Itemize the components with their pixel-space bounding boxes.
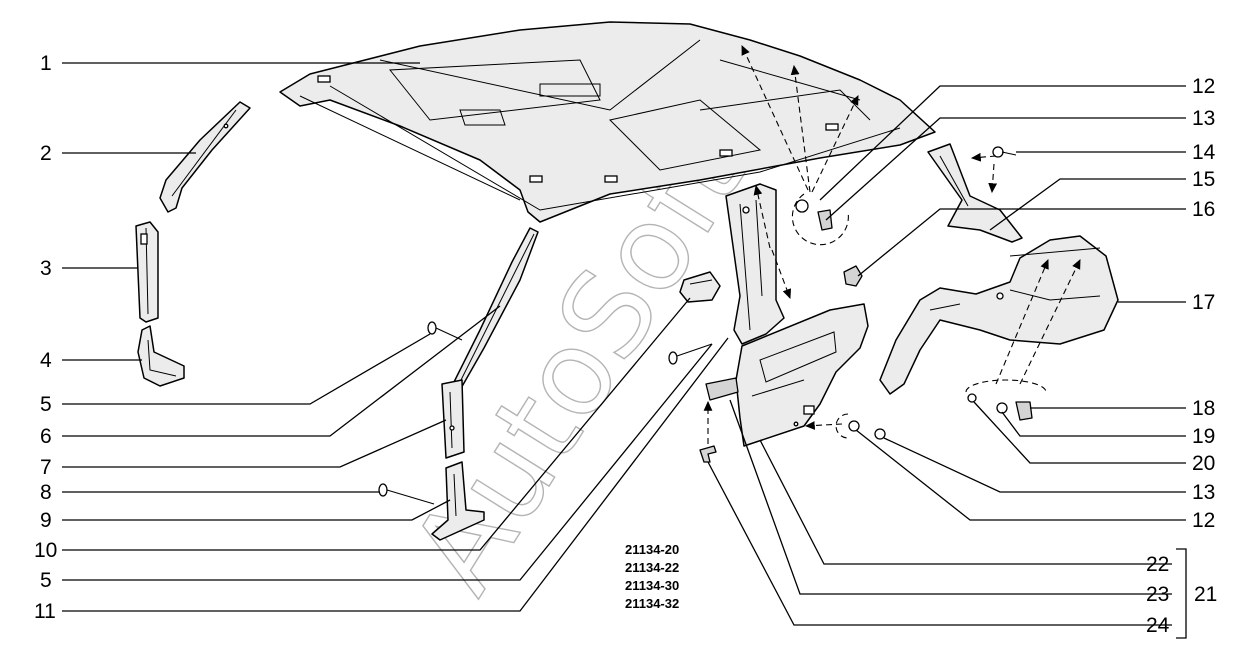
- callout-label: 16: [1192, 198, 1215, 221]
- callout-label: 12: [1192, 75, 1215, 98]
- part-trim-strip: [705, 377, 739, 401]
- callout-label: 14: [1192, 141, 1216, 164]
- callout-label: 11: [34, 600, 56, 623]
- fastener-12-13-lower: [848, 420, 886, 440]
- part-pillar-trim-lower: [431, 461, 485, 541]
- callout-label: 2: [40, 142, 52, 165]
- callout-label: 23: [1146, 583, 1169, 606]
- callout-label: 8: [40, 481, 52, 504]
- callout-label: 13: [1192, 481, 1215, 504]
- part-b-pillar-trim: [725, 183, 785, 345]
- part-pillar-trim-middle: [441, 379, 465, 459]
- callout-label: 13: [1192, 107, 1215, 130]
- part-clip: [699, 445, 717, 463]
- model-code: 21134-20: [625, 542, 679, 557]
- part-a-pillar-lower-trim: [135, 221, 159, 323]
- fastener-16-cap: [843, 265, 863, 287]
- part-lower-bracket: [137, 325, 185, 387]
- part-seatbelt-guide: [679, 271, 721, 303]
- screw-8: [378, 483, 435, 505]
- fastener-18-19-20: [967, 393, 1033, 421]
- model-code: 21134-32: [625, 596, 679, 611]
- callout-label: 17: [1192, 291, 1215, 314]
- assembly-arrows: [703, 45, 1081, 444]
- part-headliner: [279, 21, 936, 223]
- callout-label: 22: [1146, 553, 1169, 576]
- model-code: 21134-30: [625, 578, 679, 593]
- model-code: 21134-22: [625, 560, 679, 575]
- callout-label: 4: [40, 349, 52, 372]
- callout-label: 5: [40, 569, 52, 592]
- callout-label: 9: [40, 509, 52, 532]
- part-c-pillar-trim: [927, 143, 1023, 243]
- screw-5-upper: [427, 321, 463, 341]
- part-a-pillar-upper-trim: [159, 101, 251, 213]
- callout-label: 24: [1146, 614, 1170, 637]
- screw-5-lower: [668, 343, 713, 365]
- callout-label-group: 21: [1194, 583, 1217, 606]
- leader-lines: [62, 62, 1187, 639]
- part-side-trim-panel: [735, 303, 869, 447]
- callout-label: 6: [40, 425, 52, 448]
- callout-label: 10: [34, 539, 57, 562]
- callout-label: 19: [1192, 425, 1215, 448]
- callout-label: 1: [40, 52, 52, 75]
- callout-label: 5: [40, 393, 52, 416]
- callout-label: 7: [40, 456, 52, 479]
- callout-label: 20: [1192, 452, 1215, 475]
- part-rear-wheel-arch-trim: [879, 235, 1119, 395]
- callout-label: 18: [1192, 397, 1215, 420]
- callout-label: 12: [1192, 509, 1215, 532]
- fastener-14-screw: [992, 146, 1017, 158]
- callout-label: 15: [1192, 168, 1215, 191]
- callout-label: 3: [40, 257, 52, 280]
- fastener-12-13-upper: [795, 199, 833, 231]
